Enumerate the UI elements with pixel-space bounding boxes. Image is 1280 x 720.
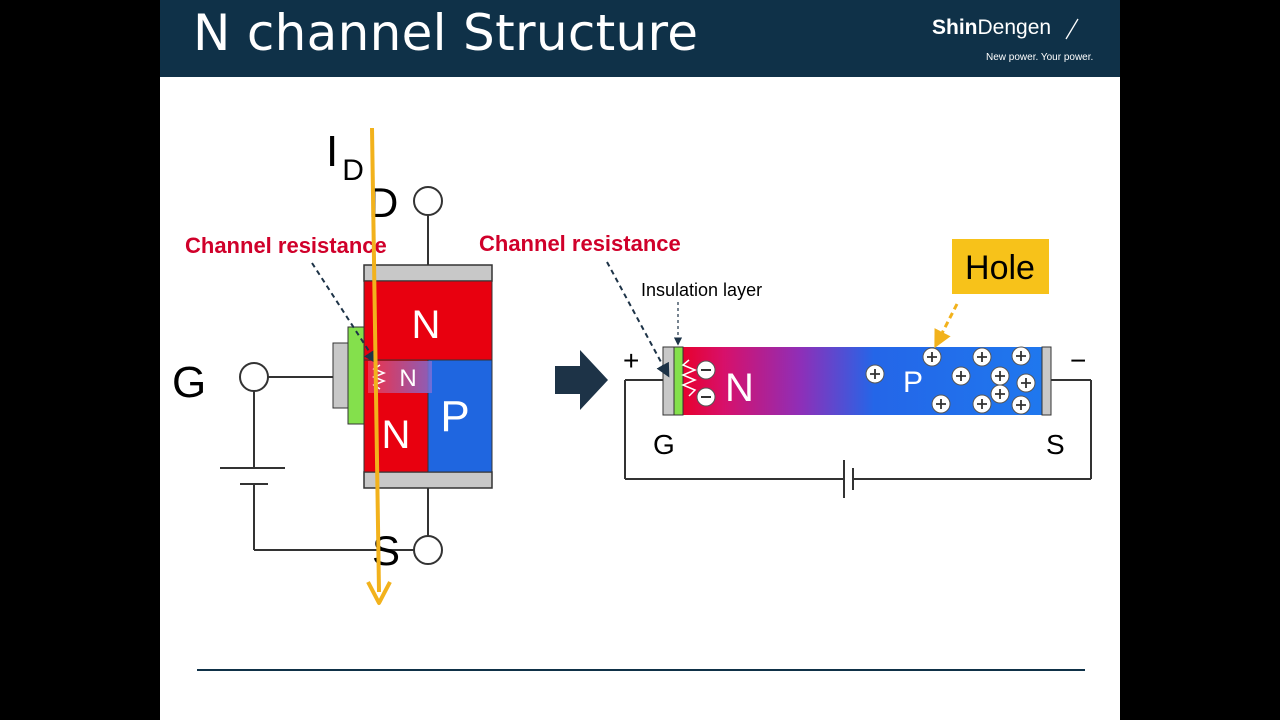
insulation-layer-label: Insulation layer	[641, 280, 762, 300]
channel-resistor-icon-right	[681, 359, 697, 397]
right-channel-model: N P + − G S Channel resistance Insulatio…	[479, 231, 1092, 498]
hole-icon	[972, 347, 992, 367]
p-region-label-right: P	[903, 366, 923, 399]
drain-current-subscript: D	[342, 154, 364, 187]
channel-resistance-leader-left	[311, 262, 378, 365]
hole-icon	[931, 394, 951, 414]
gate-label: G	[172, 358, 206, 407]
insulation-layer-right	[673, 346, 684, 416]
hole-icon	[990, 366, 1010, 386]
drain-current-symbol: I	[326, 127, 338, 176]
hole-label: Hole	[965, 249, 1035, 287]
hole-icon	[922, 347, 942, 367]
hole-icon	[865, 364, 885, 384]
brand-tagline: New power. Your power.	[986, 52, 1094, 63]
brand-slash-icon	[1065, 18, 1079, 40]
hole-icon	[990, 384, 1010, 404]
hole-icons	[865, 346, 1036, 415]
electron-icon	[696, 360, 716, 380]
drain-current-arrowhead	[366, 581, 392, 605]
drain-electrode	[363, 264, 493, 282]
n-top-label: N	[412, 303, 441, 347]
channel-resistance-label-left: Channel resistance	[185, 233, 387, 258]
transition-arrow-icon	[555, 350, 608, 410]
n-drift-region	[363, 280, 493, 361]
n-channel-label: N	[399, 365, 416, 392]
gate-label-right: G	[653, 429, 675, 460]
drain-current-arrow	[370, 127, 381, 593]
slide: N channel Structure ShinDengen New power…	[160, 0, 1120, 720]
hole-icon	[951, 366, 971, 386]
source-label-right: S	[1046, 429, 1065, 460]
channel-resistance-leader-right	[606, 261, 670, 378]
electron-icon	[696, 387, 716, 407]
hole-icon	[1016, 373, 1036, 393]
source-electrode	[363, 471, 493, 489]
footer-divider	[197, 669, 1085, 671]
gate-terminal	[239, 362, 269, 392]
hole-leader	[934, 303, 959, 349]
n-region-label-right: N	[725, 366, 754, 410]
plus-label: +	[623, 345, 639, 376]
source-electrode-right	[1041, 346, 1052, 416]
gate-electrode-right	[662, 346, 675, 416]
hole-icon	[972, 394, 992, 414]
drain-terminal	[413, 186, 443, 216]
n-bottom-label: N	[382, 413, 411, 457]
gate-electrode	[332, 342, 349, 409]
hole-label-box	[952, 239, 1049, 294]
slide-header: N channel Structure ShinDengen New power…	[160, 0, 1120, 77]
minus-label: −	[1070, 345, 1086, 376]
slide-title: N channel Structure	[193, 4, 699, 62]
channel-resistance-label-right: Channel resistance	[479, 231, 681, 256]
p-body-label: P	[440, 392, 469, 441]
hole-icon	[1011, 346, 1031, 366]
source-terminal	[413, 535, 443, 565]
hole-icon	[1011, 395, 1031, 415]
p-body-region	[427, 359, 493, 473]
brand-logo: ShinDengen New power. Your power.	[932, 16, 1094, 66]
brand-name-bold: Shin	[932, 16, 978, 39]
brand-name-regular: Dengen	[977, 16, 1052, 39]
